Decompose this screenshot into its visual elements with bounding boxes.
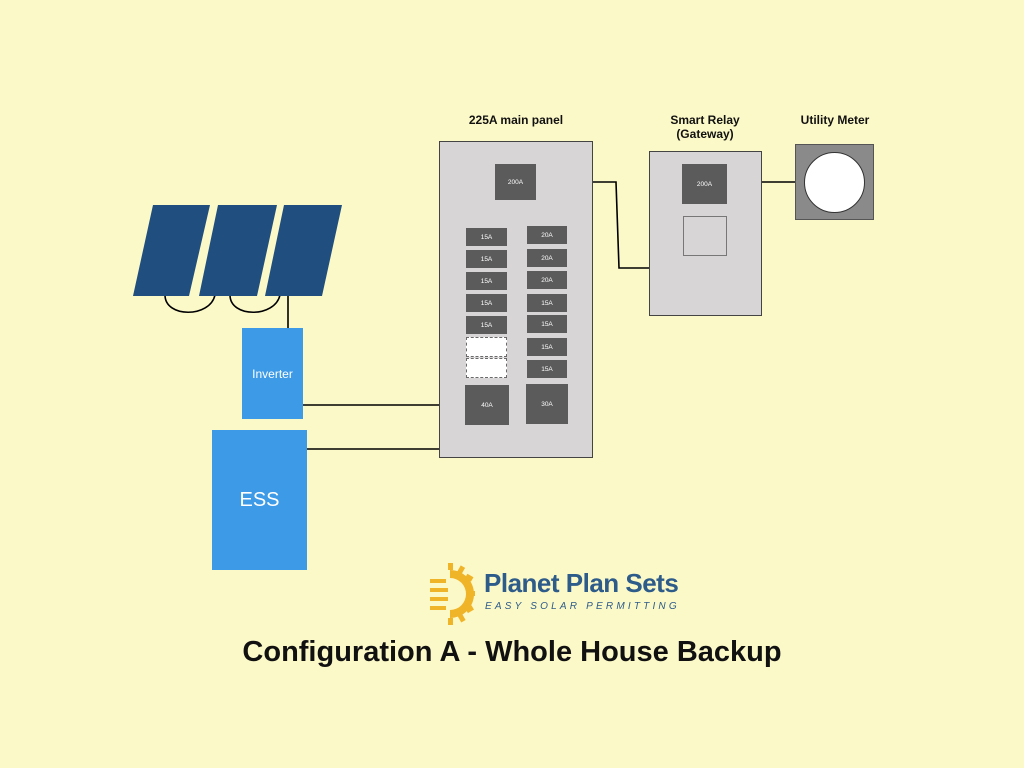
logo-gear-tooth-6 (457, 613, 466, 623)
breaker-right-5: 15A (527, 315, 567, 333)
solar-wire-loop-2 (229, 294, 281, 314)
meter-dial (804, 152, 865, 213)
inverter-label: Inverter (252, 366, 293, 381)
diagram-title: Configuration A - Whole House Backup (242, 636, 782, 668)
logo-tagline: EASY SOLAR PERMITTING (485, 601, 680, 612)
solar-panel-1 (133, 205, 210, 296)
main-breaker-200a: 200A (495, 164, 536, 200)
gear-sun-icon (430, 563, 475, 625)
utility-meter (795, 144, 874, 220)
logo-gear-tooth-5 (465, 605, 474, 614)
breaker-right-3: 20A (527, 271, 567, 289)
ess-box: ESS (212, 430, 307, 570)
main-panel-label: 225A main panel (468, 113, 564, 127)
breaker-left-1: 15A (466, 228, 507, 246)
logo-name: Planet Plan Sets (484, 568, 679, 598)
breaker-right-2: 20A (527, 249, 567, 267)
breaker-right-4: 15A (527, 294, 567, 312)
solar-panel-2 (199, 205, 277, 296)
breaker-30a: 30A (526, 384, 568, 424)
logo-gear-arc (450, 570, 474, 618)
relay-breaker-200a: 200A (682, 164, 727, 204)
logo-gear-tooth-3 (464, 573, 474, 582)
logo-gear-tooth-4 (468, 591, 475, 596)
breaker-slot-empty (466, 337, 507, 357)
ess-label: ESS (239, 488, 280, 511)
breaker-slot-empty (466, 358, 507, 378)
solar-wire-loop-1 (164, 294, 216, 314)
smart-relay-label-line1: Smart Relay (670, 113, 740, 127)
breaker-left-3: 15A (466, 272, 507, 290)
logo-gear-tooth-1 (448, 563, 453, 570)
breaker-left-2: 15A (466, 250, 507, 268)
utility-meter-label: Utility Meter (800, 113, 870, 127)
smart-relay-label: Smart Relay (Gateway) (640, 113, 770, 141)
relay-switch-box (683, 216, 727, 256)
logo-bar-4 (430, 606, 446, 610)
solar-array (133, 205, 342, 296)
solar-panel-3 (265, 205, 342, 296)
breaker-right-1: 20A (527, 226, 567, 244)
breaker-right-7: 15A (527, 360, 567, 378)
breaker-left-4: 15A (466, 294, 507, 312)
logo-bar-2 (430, 588, 448, 592)
breaker-right-6: 15A (527, 338, 567, 356)
logo-bar-3 (430, 597, 448, 601)
logo-gear-tooth-7 (448, 618, 453, 625)
logo-gear-tooth-2 (457, 565, 466, 574)
breaker-40a: 40A (465, 385, 509, 425)
inverter-box: Inverter (242, 328, 303, 419)
breaker-left-5: 15A (466, 316, 507, 334)
logo-bar-1 (430, 579, 446, 583)
smart-relay-label-line2: (Gateway) (676, 127, 734, 141)
